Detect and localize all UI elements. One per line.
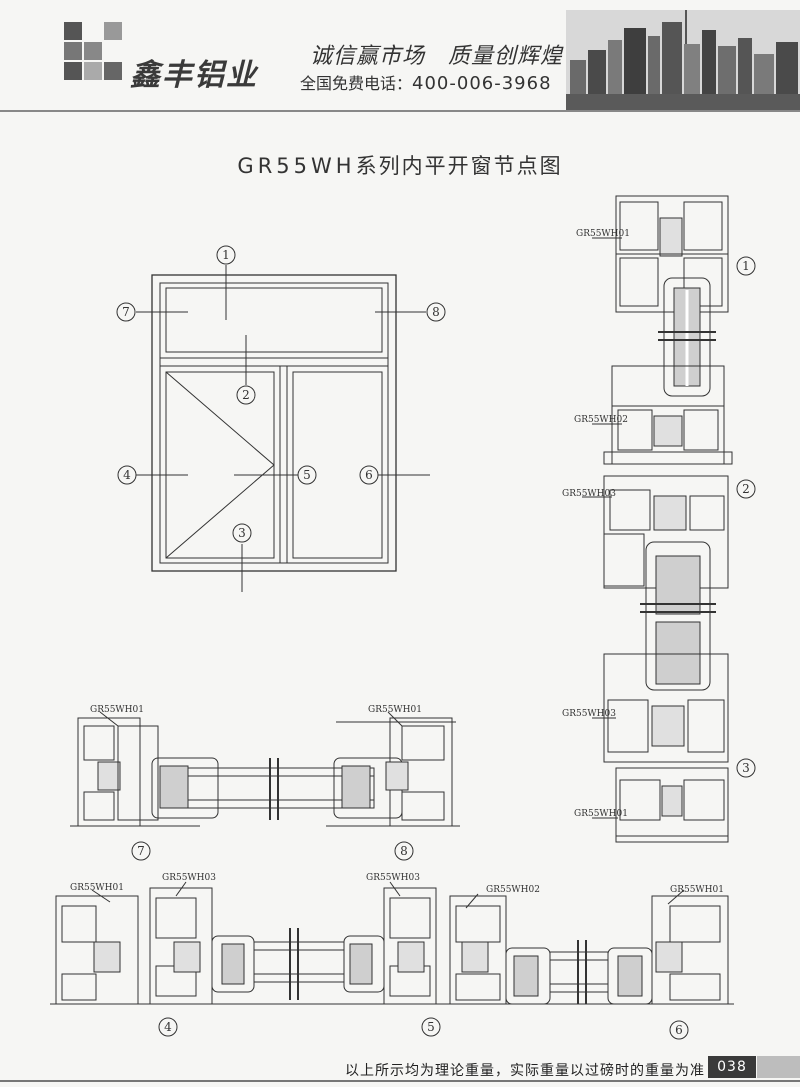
profile-label: GR55WH01 [670,885,724,895]
section-callout-5: 5 [427,1020,435,1034]
vertical-section-drawing [582,195,733,843]
section-callout-8: 8 [400,844,408,858]
city-skyline-image [566,10,800,112]
footer-note: 以上所示均为理论重量，实际重量以过磅时的重量为准 [345,1063,705,1079]
profile-label: GR55WH01 [70,883,124,893]
callout-2: 2 [242,388,250,402]
vertical-section-callouts [736,256,756,778]
section-callout-6: 6 [675,1023,683,1037]
brand-name: 鑫丰铝业 [130,58,258,93]
section-7-8-callouts [131,841,414,861]
profile-label: GR55WH01 [90,705,144,715]
profile-label: GR55WH01 [576,229,630,239]
callout-8: 8 [432,305,440,319]
title-text: 系列内平开窗节点图 [355,154,563,178]
profile-label: GR55WH02 [574,415,628,425]
profile-label: GR55WH01 [574,809,628,819]
title-series: GR55WH [237,154,356,178]
horizontal-section-4-5-6 [50,881,734,1005]
footer-divider [0,1080,800,1082]
company-logo-icon [64,22,122,80]
page-title: GR55WH系列内平开窗节点图 [0,150,800,180]
section-callout-7: 7 [137,844,145,858]
profile-label: GR55WH03 [562,709,616,719]
callout-4: 4 [123,468,131,482]
page-number: 038 [708,1056,756,1078]
header-divider [0,110,800,112]
section-callout-4: 4 [164,1020,172,1034]
callout-5: 5 [303,468,311,482]
callout-3: 3 [238,526,246,540]
section-callout-3: 3 [742,761,750,775]
callout-7: 7 [122,305,130,319]
profile-label: GR55WH03 [162,873,216,883]
profile-label: GR55WH03 [562,489,616,499]
window-elevation [136,265,430,592]
page-header: 鑫丰铝业 诚信赢市场 质量创辉煌 全国免费电话：400-006-3968 [0,0,800,112]
phone-label: 全国免费电话： [300,74,413,93]
horizontal-section-7-8 [70,711,460,827]
section-callout-1: 1 [742,259,750,273]
slogan: 诚信赢市场 质量创辉煌 [310,44,564,69]
phone-number: 400-006-3968 [412,73,552,94]
elevation-callouts [116,245,446,543]
footer-bar [757,1056,800,1078]
section-callout-2: 2 [742,482,750,496]
profile-label: GR55WH03 [366,873,420,883]
profile-label: GR55WH02 [486,885,540,895]
phone-line: 全国免费电话：400-006-3968 [300,70,552,94]
profile-label: GR55WH01 [368,705,422,715]
callout-1: 1 [222,248,230,262]
section-4-5-6-callouts [158,1017,689,1040]
callout-6: 6 [365,468,373,482]
